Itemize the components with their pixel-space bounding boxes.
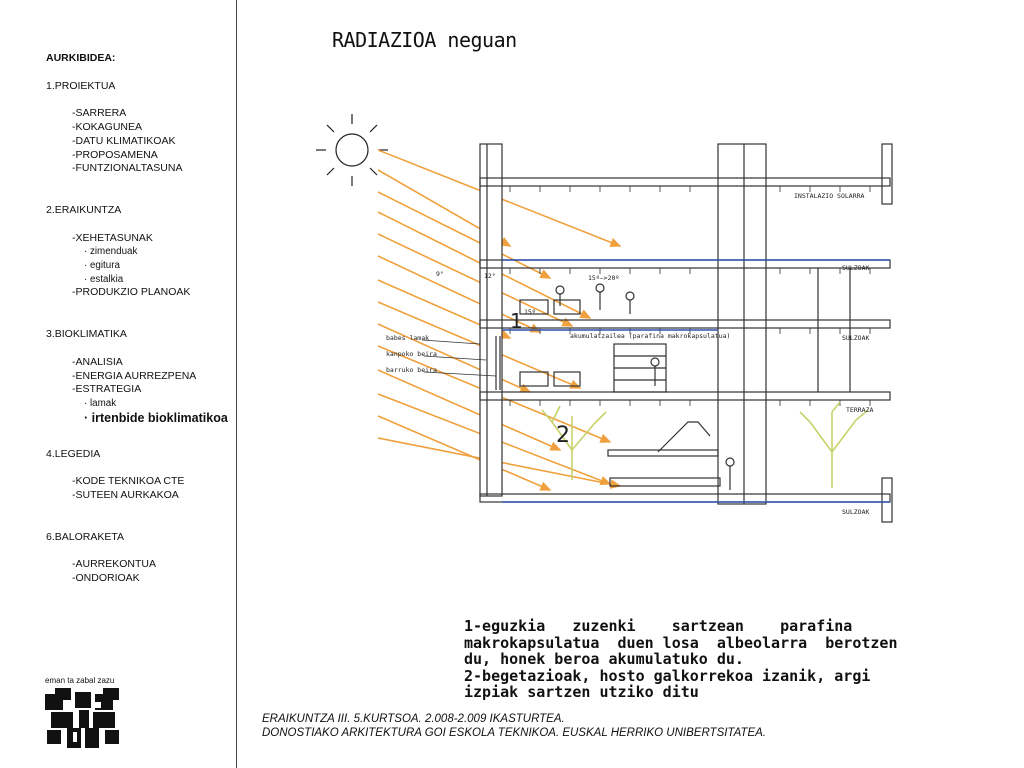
label-angle-9: 9° <box>436 270 444 278</box>
main-content: RADIAZIOA neguan <box>238 0 1024 768</box>
sidebar: AURKIBIDEA: 1.PROIEKTUA -SARRERA -KOKAGU… <box>0 0 237 768</box>
nav-item-estrategia[interactable]: -ESTRATEGIA <box>72 383 142 396</box>
caption-line: 2-begetazioak, hosto galkorrekoa izanik,… <box>464 666 871 685</box>
nav-item-ondorioak[interactable]: -ONDORIOAK <box>72 572 140 585</box>
nav-section-eraikuntza: 2.ERAIKUNTZA -XEHETASUNAK zimenduak egit… <box>46 204 228 300</box>
upv-ehu-emblem-icon <box>45 688 119 748</box>
nav-sub-lamak[interactable]: lamak <box>46 397 228 411</box>
marker-1: 1 <box>510 309 523 333</box>
nav-item-datu-klimatikoak[interactable]: -DATU KLIMATIKOAK <box>72 134 176 147</box>
nav-section-title[interactable]: 3.BIOKLIMATIKA <box>46 328 127 341</box>
caption-line: makrokapsulatua duen losa albeolarra ber… <box>464 633 898 652</box>
paraffin-slabs <box>502 259 890 503</box>
label-temp-15: 15º <box>524 308 536 316</box>
marker-2: 2 <box>556 423 570 448</box>
nav-section-bioklimatika: 3.BIOKLIMATIKA -ANALISIA -ENERGIA AURREZ… <box>46 328 228 426</box>
nav-sub-irtenbide-bioklimatikoa[interactable]: irtenbide bioklimatikoa <box>46 411 228 426</box>
nav-section-title[interactable]: 4.LEGEDIA <box>46 447 101 460</box>
footer: ERAIKUNTZA III. 5.KURTSOA. 2.008-2.009 I… <box>262 712 766 740</box>
nav-section-title[interactable]: 6.BALORAKETA <box>46 530 125 543</box>
label-sulzoak: SULZOAK <box>842 508 869 516</box>
nav-sub-estalkia[interactable]: estalkia <box>46 273 228 287</box>
label-leaders <box>421 339 497 377</box>
nav-item-xehetasunak[interactable]: -XEHETASUNAK <box>72 231 153 244</box>
nav-section-title[interactable]: 1.PROIEKTUA <box>46 79 116 92</box>
sun-icon <box>316 114 388 186</box>
diagram-title: RADIAZIOA neguan <box>332 28 517 52</box>
nav-item-sarrera[interactable]: -SARRERA <box>72 107 127 120</box>
nav-item-energia-aurrezpena[interactable]: -ENERGIA AURREZPENA <box>72 369 197 382</box>
label-terraza: TERRAZA <box>846 406 873 414</box>
nav-item-proposamena[interactable]: -PROPOSAMENA <box>72 148 158 161</box>
nav-item-suteen-aurkakoa[interactable]: -SUTEEN AURKAKOA <box>72 489 179 502</box>
building-section-diagram: INSTALAZIO SOLARRA SULZOAK SULZOAK TERRA… <box>316 114 893 523</box>
label-instalazio-solarra: INSTALAZIO SOLARRA <box>794 192 865 200</box>
deciduous-tree-icon <box>541 405 607 480</box>
nav-item-analisia[interactable]: -ANALISIA <box>72 355 123 368</box>
diagram-caption: 1-eguzkia zuzenki sartzean parafina makr… <box>464 618 938 701</box>
label-sulzoak: SULZOAK <box>842 334 869 342</box>
nav-item-kode-teknikoa[interactable]: -KODE TEKNIKOA CTE <box>72 475 185 488</box>
footer-course: ERAIKUNTZA III. 5.KURTSOA. 2.008-2.009 I… <box>262 713 565 725</box>
logo-motto: eman ta zabal zazu <box>45 676 115 685</box>
caption-line: 1-eguzkia zuzenki sartzean parafina <box>464 617 853 635</box>
nav-item-produkzio-planoak[interactable]: -PRODUKZIO PLANOAK <box>72 286 191 299</box>
footer-school: DONOSTIAKO ARKITEKTURA GOI ESKOLA TEKNIK… <box>262 727 766 739</box>
caption-line: du, honek beroa akumulatuko du. <box>464 650 744 668</box>
label-temp-range: 15º—>20º <box>588 274 619 282</box>
caption-line: izpiak sartzen utziko ditu <box>464 683 699 701</box>
index-heading: AURKIBIDEA: <box>46 52 116 64</box>
label-kanpoko-beira: kanpoko beira <box>386 350 437 358</box>
slab-ticks <box>509 186 871 406</box>
label-babes-lamak: babes lamak <box>386 334 429 342</box>
nav-item-aurrekontua[interactable]: -AURREKONTUA <box>72 558 157 571</box>
label-angle-12: 12° <box>484 272 496 280</box>
label-barruko-beira: barruko beira <box>386 366 437 374</box>
index-nav: AURKIBIDEA: 1.PROIEKTUA -SARRERA -KOKAGU… <box>46 52 228 586</box>
nav-sub-zimenduak[interactable]: zimenduak <box>46 245 228 259</box>
label-paraffin-accumulator: akumulatzailea (parafina makrokapsulatua… <box>570 332 730 340</box>
deciduous-tree-icon <box>799 401 869 488</box>
university-logo: eman ta zabal zazu <box>45 676 121 753</box>
nav-section-baloraketa: 6.BALORAKETA -AURREKONTUA -ONDORIOAK <box>46 531 228 586</box>
building-structure <box>479 143 893 523</box>
nav-sub-egitura[interactable]: egitura <box>46 259 228 273</box>
nav-section-title[interactable]: 2.ERAIKUNTZA <box>46 203 122 216</box>
nav-item-kokagunea[interactable]: -KOKAGUNEA <box>72 121 143 134</box>
label-sulzoak: SULZOAK <box>842 264 869 272</box>
nav-section-legedia: 4.LEGEDIA -KODE TEKNIKOA CTE -SUTEEN AUR… <box>46 448 228 503</box>
nav-item-funtzionaltasuna[interactable]: -FUNTZIONALTASUNA <box>72 162 183 175</box>
nav-section-proiektua: 1.PROIEKTUA -SARRERA -KOKAGUNEA -DATU KL… <box>46 80 228 176</box>
